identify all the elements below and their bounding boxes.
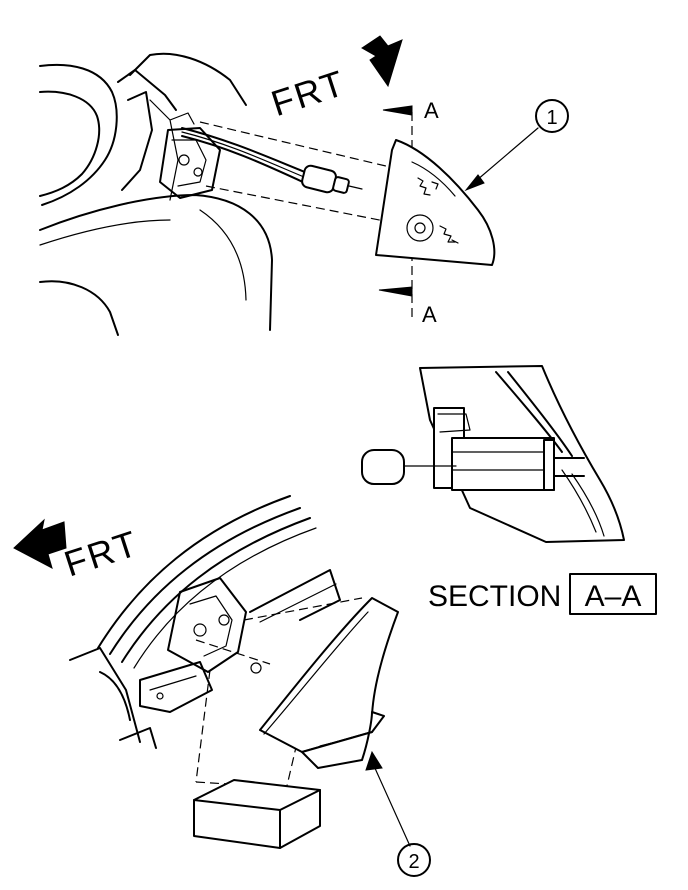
alignment-lines-top (199, 121, 429, 227)
front-label-bottom: FRT (59, 522, 143, 584)
front-label-top: FRT (266, 62, 350, 124)
door-frame (39, 52, 273, 336)
callout-number-1: 1 (546, 107, 557, 129)
section-caption-boxed: A–A (585, 580, 642, 613)
front-arrow-bottom-icon (13, 518, 67, 569)
door-frame-bottom (97, 495, 341, 669)
mirror-mount-bracket (159, 112, 221, 199)
bottom-view (13, 495, 411, 849)
foam-block (193, 779, 321, 849)
outside-mirror (375, 139, 496, 266)
alignment-lines-bottom (195, 597, 363, 791)
callout-leader-2 (373, 765, 411, 847)
section-caption-box (569, 573, 657, 615)
callout-circle-1 (535, 99, 569, 133)
section-marker-top: A (424, 98, 439, 123)
section-marker-bottom: A (422, 302, 437, 327)
wiring-harness (181, 127, 363, 194)
mirror-mount-bottom (69, 577, 262, 749)
mirror-cover (259, 597, 399, 769)
front-arrow-icon (361, 35, 403, 88)
callout-number-2: 2 (408, 851, 419, 873)
section-caption: SECTION (428, 580, 561, 613)
front-arrow-top (361, 35, 403, 88)
callout-circle-2 (397, 843, 431, 877)
top-view (39, 35, 539, 336)
callout-leader-1 (469, 127, 539, 187)
section-a-a-view (361, 365, 625, 543)
